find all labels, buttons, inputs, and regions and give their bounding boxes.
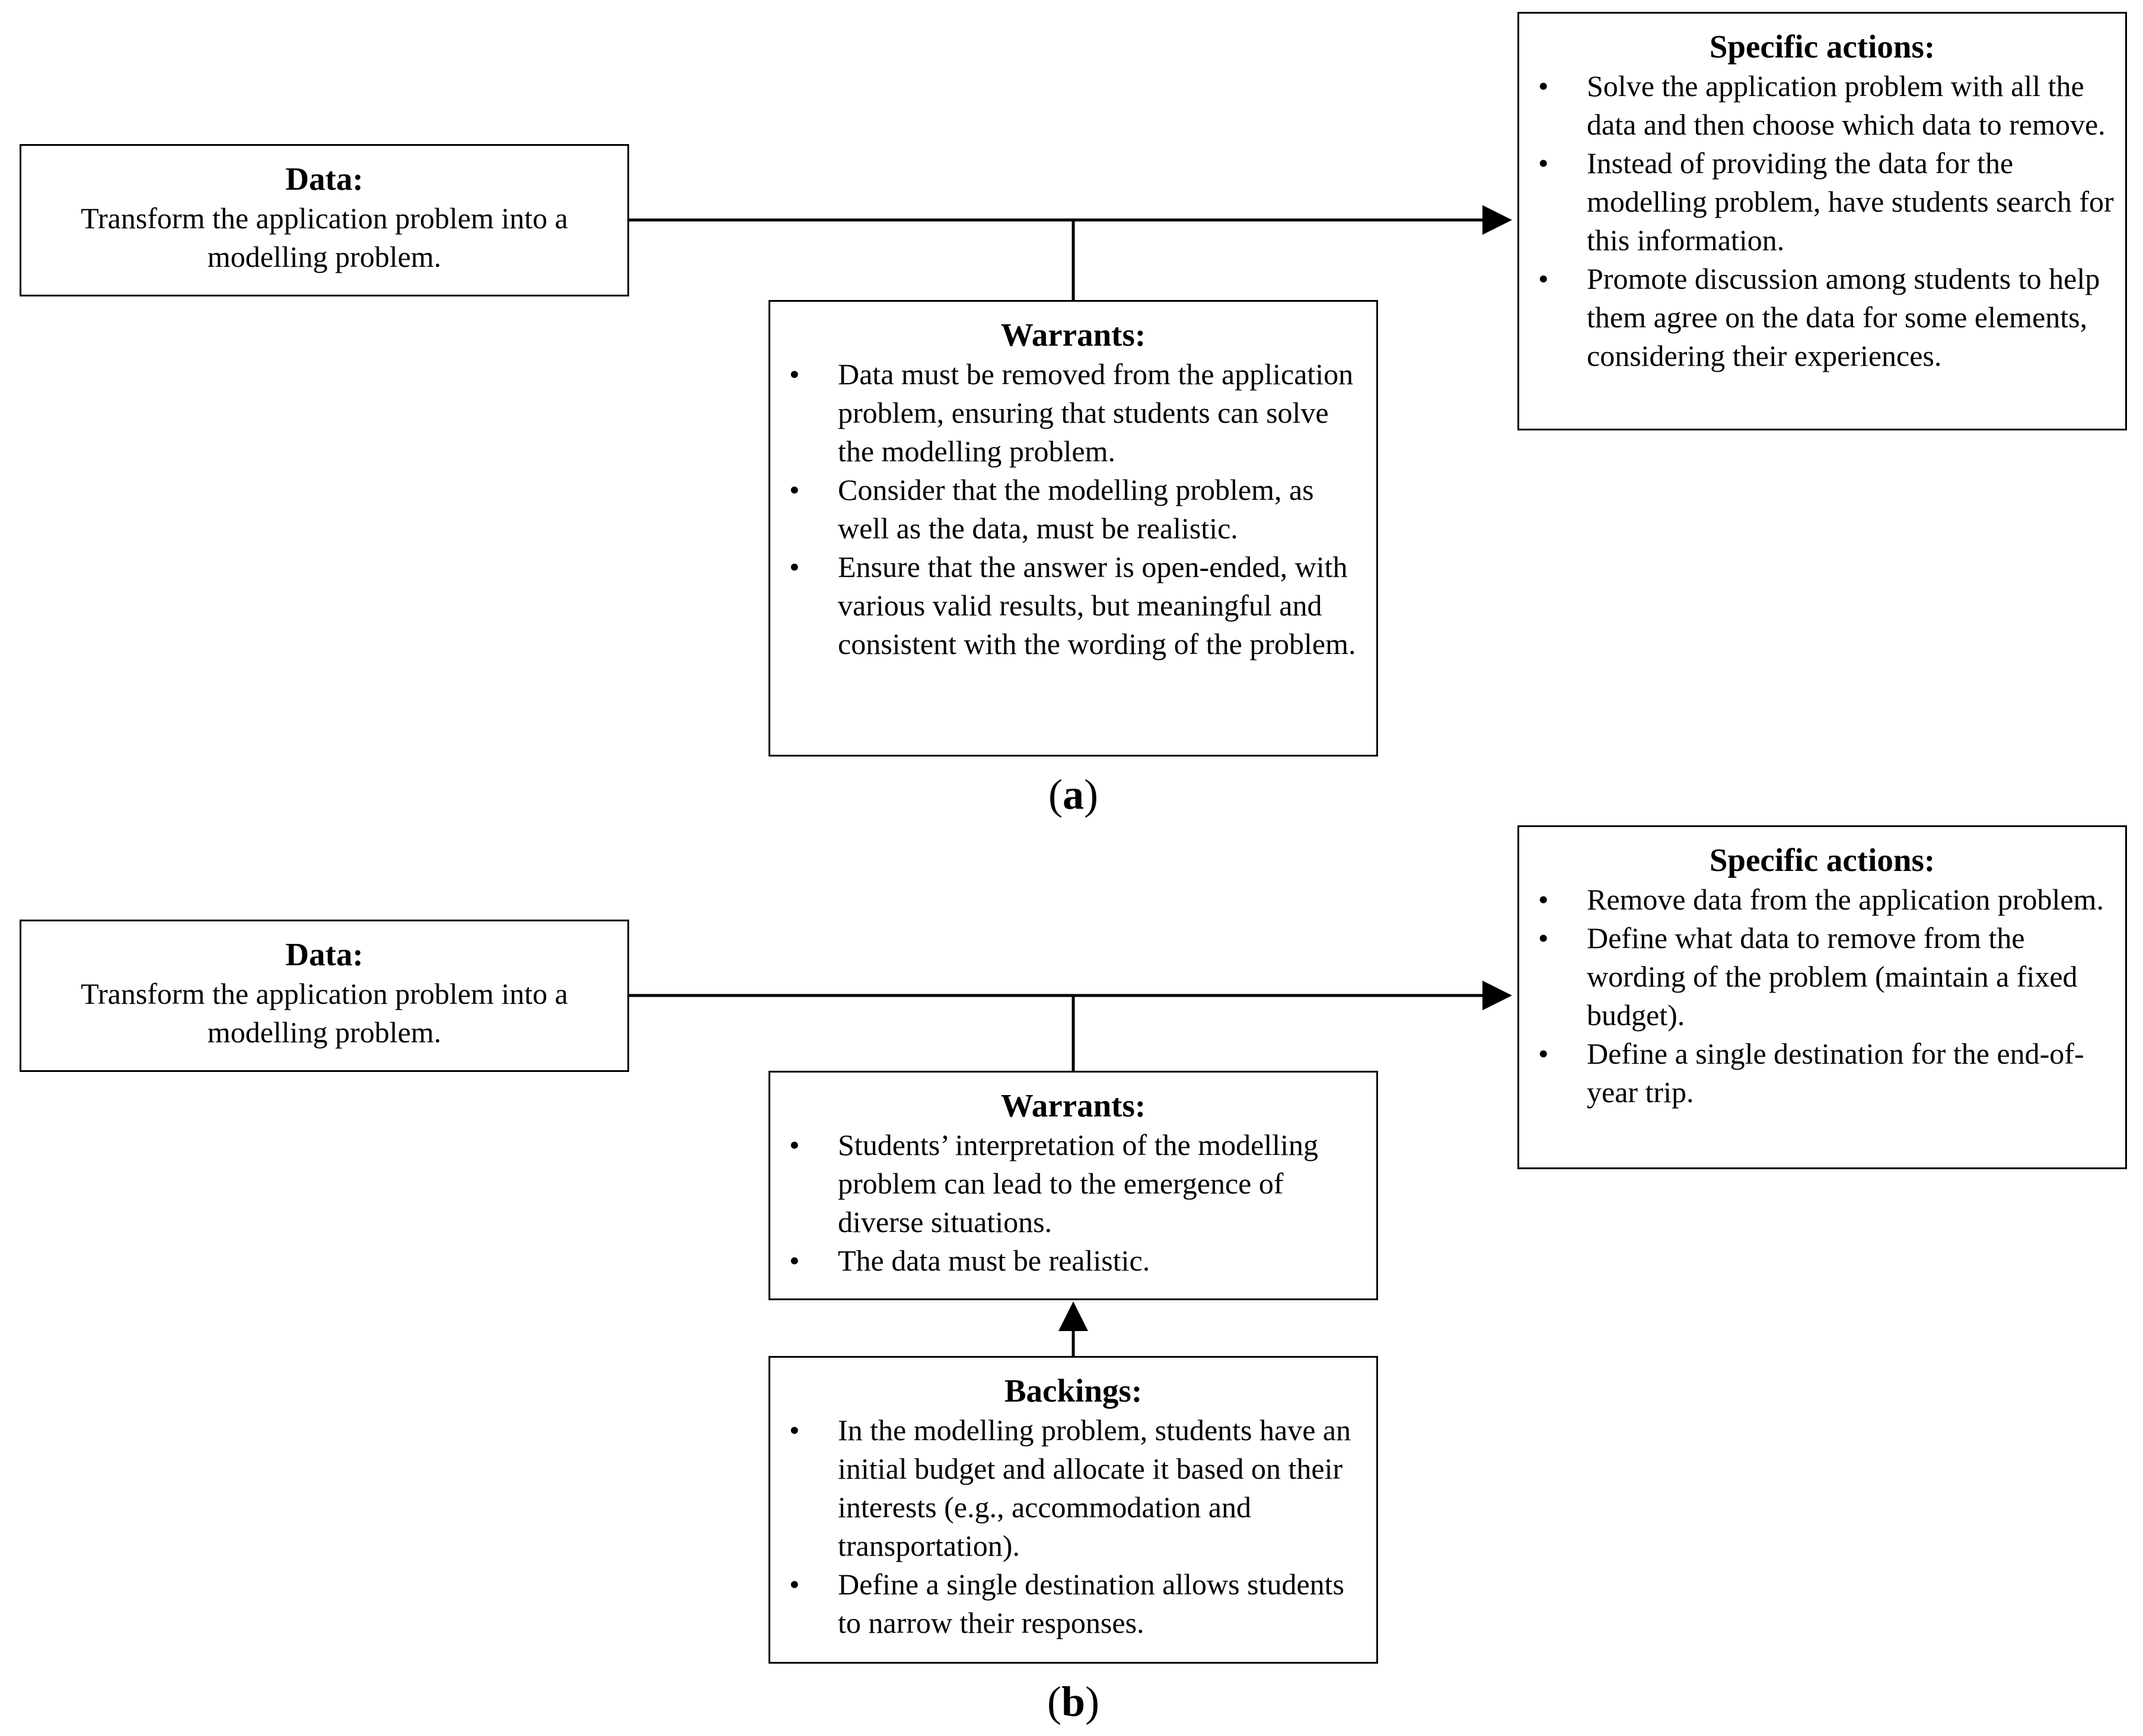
warrant-item-a-2: Consider that the modelling problem, as … xyxy=(779,471,1368,548)
warrant-item-b-2: The data must be realistic. xyxy=(779,1242,1368,1280)
panel-label-a-open: ( xyxy=(1048,771,1063,818)
actions-box-a: Specific actions: Solve the application … xyxy=(1517,12,2127,430)
action-item-b-3: Define a single destination for the end-… xyxy=(1527,1035,2117,1112)
backing-item-b-2: Define a single destination allows stude… xyxy=(779,1565,1368,1642)
backings-box-b: Backings: In the modelling problem, stud… xyxy=(768,1356,1378,1664)
data-text-a: Transform the application problem into a… xyxy=(81,202,568,273)
action-item-a-1: Solve the application problem with all t… xyxy=(1527,67,2117,144)
data-title-b: Data: xyxy=(285,936,363,972)
panel-label-b: (b) xyxy=(1014,1678,1133,1725)
panel-label-a: (a) xyxy=(1014,771,1133,818)
data-text-b: Transform the application problem into a… xyxy=(81,977,568,1049)
warrant-item-a-1: Data must be removed from the applicatio… xyxy=(779,355,1368,471)
panel-label-a-close: ) xyxy=(1084,771,1098,818)
actions-title-a: Specific actions: xyxy=(1709,28,1935,65)
panel-label-b-letter: b xyxy=(1061,1678,1086,1725)
warrants-list-b: Students’ interpretation of the modellin… xyxy=(779,1126,1368,1280)
panel-label-a-letter: a xyxy=(1063,771,1084,818)
warrants-list-a: Data must be removed from the applicatio… xyxy=(779,355,1368,663)
data-title-a: Data: xyxy=(285,161,363,197)
backings-list-b: In the modelling problem, students have … xyxy=(779,1411,1368,1642)
action-item-b-2: Define what data to remove from the word… xyxy=(1527,919,2117,1035)
warrant-item-a-3: Ensure that the answer is open-ended, wi… xyxy=(779,548,1368,663)
actions-list-a: Solve the application problem with all t… xyxy=(1527,67,2117,375)
warrant-item-b-1: Students’ interpretation of the modellin… xyxy=(779,1126,1368,1242)
panel-label-b-open: ( xyxy=(1047,1678,1061,1725)
action-item-b-1: Remove data from the application problem… xyxy=(1527,880,2117,919)
actions-box-b: Specific actions: Remove data from the a… xyxy=(1517,825,2127,1169)
warrants-box-a: Warrants: Data must be removed from the … xyxy=(768,300,1378,757)
actions-list-b: Remove data from the application problem… xyxy=(1527,880,2117,1112)
action-item-a-3: Promote discussion among students to hel… xyxy=(1527,260,2117,375)
warrants-box-b: Warrants: Students’ interpretation of th… xyxy=(768,1071,1378,1300)
warrants-title-b: Warrants: xyxy=(1000,1087,1146,1124)
panel-label-b-close: ) xyxy=(1085,1678,1099,1725)
warrants-title-a: Warrants: xyxy=(1000,317,1146,353)
actions-title-b: Specific actions: xyxy=(1709,842,1935,878)
data-box-b: Data: Transform the application problem … xyxy=(20,920,629,1072)
backing-item-b-1: In the modelling problem, students have … xyxy=(779,1411,1368,1565)
data-box-a: Data: Transform the application problem … xyxy=(20,144,629,296)
backings-title-b: Backings: xyxy=(1004,1373,1143,1409)
action-item-a-2: Instead of providing the data for the mo… xyxy=(1527,144,2117,260)
